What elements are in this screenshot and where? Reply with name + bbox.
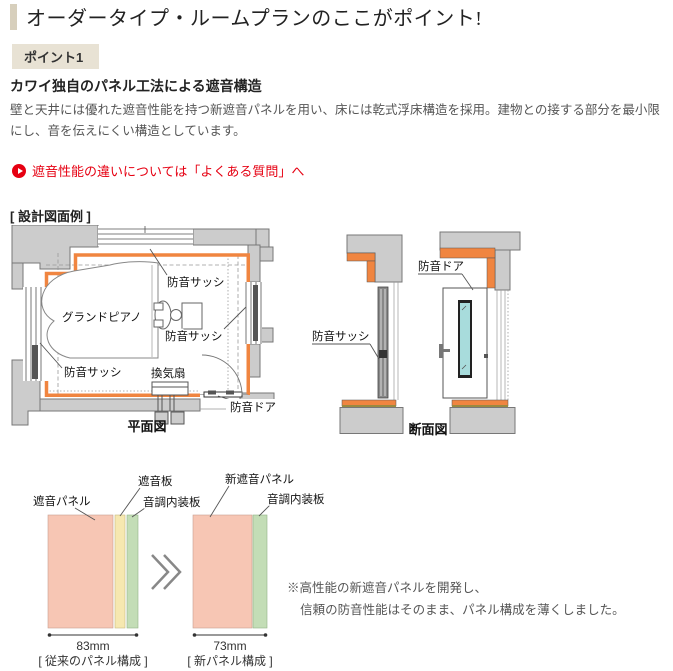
section-caption: 断面図 bbox=[408, 422, 447, 437]
page-title: オーダータイプ・ルームプランのここがポイント! bbox=[26, 8, 483, 30]
plan-window-left bbox=[23, 287, 43, 381]
new-panel-caption: [ 新パネル構成 ] bbox=[187, 653, 272, 668]
plan-sash-top-label: 防音サッシ bbox=[167, 275, 225, 289]
cross-section-diagram: 防音サッシ 防音ドア 断面図 bbox=[311, 231, 521, 437]
plan-fan-label: 換気扇 bbox=[151, 366, 186, 380]
old-board-label: 遮音板 bbox=[138, 474, 173, 488]
point-badge: ポイント1 bbox=[12, 44, 100, 69]
plan-window-right bbox=[244, 282, 262, 344]
floor-plan-diagram: 防音サッシ 防音サッシ 防音サッシ グランドピアノ 換気扇 防音ドア 平面図 bbox=[11, 225, 290, 434]
play-circle-icon bbox=[12, 163, 26, 178]
plan-ventilation-fan bbox=[151, 381, 189, 425]
faq-link-label: 遮音性能の違いについては「よくある質問」へ bbox=[32, 164, 305, 179]
old-lining-label: 音調内装板 bbox=[143, 495, 201, 509]
plan-sash-mid-label: 防音サッシ bbox=[165, 329, 223, 343]
plan-door-label: 防音ドア bbox=[230, 400, 276, 414]
point-heading: カワイ独自のパネル工法による遮音構造 bbox=[10, 78, 262, 94]
point-body: 壁と天井には優れた遮音性能を持つ新遮音パネルを用い、床には乾式浮床構造を採用。建… bbox=[10, 103, 660, 138]
dimension-lines bbox=[47, 633, 268, 637]
drawing-section-label: [ 設計図面例 ] bbox=[10, 209, 91, 224]
page-header: オーダータイプ・ルームプランのここがポイント! bbox=[10, 2, 482, 31]
panel-note-line2: 信頼の防音性能はそのまま、パネル構成を薄くしました。 bbox=[300, 602, 625, 617]
panel-note: ※高性能の新遮音パネルを開発し、 信頼の防音性能はそのまま、パネル構成を薄くしま… bbox=[287, 578, 625, 622]
old-panel-caption: [ 従来のパネル構成 ] bbox=[38, 654, 147, 668]
old-panel-label: 遮音パネル bbox=[33, 494, 91, 508]
old-panel-stack bbox=[47, 514, 139, 629]
new-width-value: 73mm bbox=[213, 639, 246, 653]
plan-walls bbox=[11, 225, 275, 426]
section-sash-unit bbox=[339, 234, 404, 434]
plan-grand-piano bbox=[41, 261, 159, 359]
new-panel-label: 新遮音パネル bbox=[225, 472, 294, 486]
plan-caption: 平面図 bbox=[127, 419, 166, 434]
plan-piano-label: グランドピアノ bbox=[62, 310, 141, 324]
plan-window-top bbox=[98, 226, 193, 246]
panel-comparison-diagram: 遮音パネル 遮音板 音調内装板 新遮音パネル 音調内装板 83mm 73mm [… bbox=[32, 471, 326, 669]
panel-leader-lines bbox=[74, 485, 271, 521]
plan-door bbox=[200, 354, 248, 410]
section-door-unit bbox=[439, 231, 521, 434]
door-label-bg bbox=[226, 399, 290, 414]
plan-player-and-bench bbox=[153, 300, 203, 330]
plan-leader-lines bbox=[39, 248, 247, 402]
plan-sash-left-label: 防音サッシ bbox=[64, 365, 122, 379]
old-width-value: 83mm bbox=[76, 639, 109, 653]
new-lining-label: 音調内装板 bbox=[267, 492, 325, 506]
panel-note-line1: ※高性能の新遮音パネルを開発し、 bbox=[287, 581, 488, 595]
chevron-right-icon bbox=[151, 554, 182, 590]
new-panel-stack bbox=[192, 514, 268, 629]
plan-soundproof-panel-line bbox=[44, 253, 250, 397]
faq-link[interactable]: 遮音性能の違いについては「よくある質問」へ bbox=[12, 161, 304, 180]
section-sash-label: 防音サッシ bbox=[312, 329, 370, 343]
title-accent-bar bbox=[10, 3, 17, 30]
section-door-label: 防音ドア bbox=[418, 259, 464, 273]
section-leader-lines bbox=[312, 273, 474, 360]
